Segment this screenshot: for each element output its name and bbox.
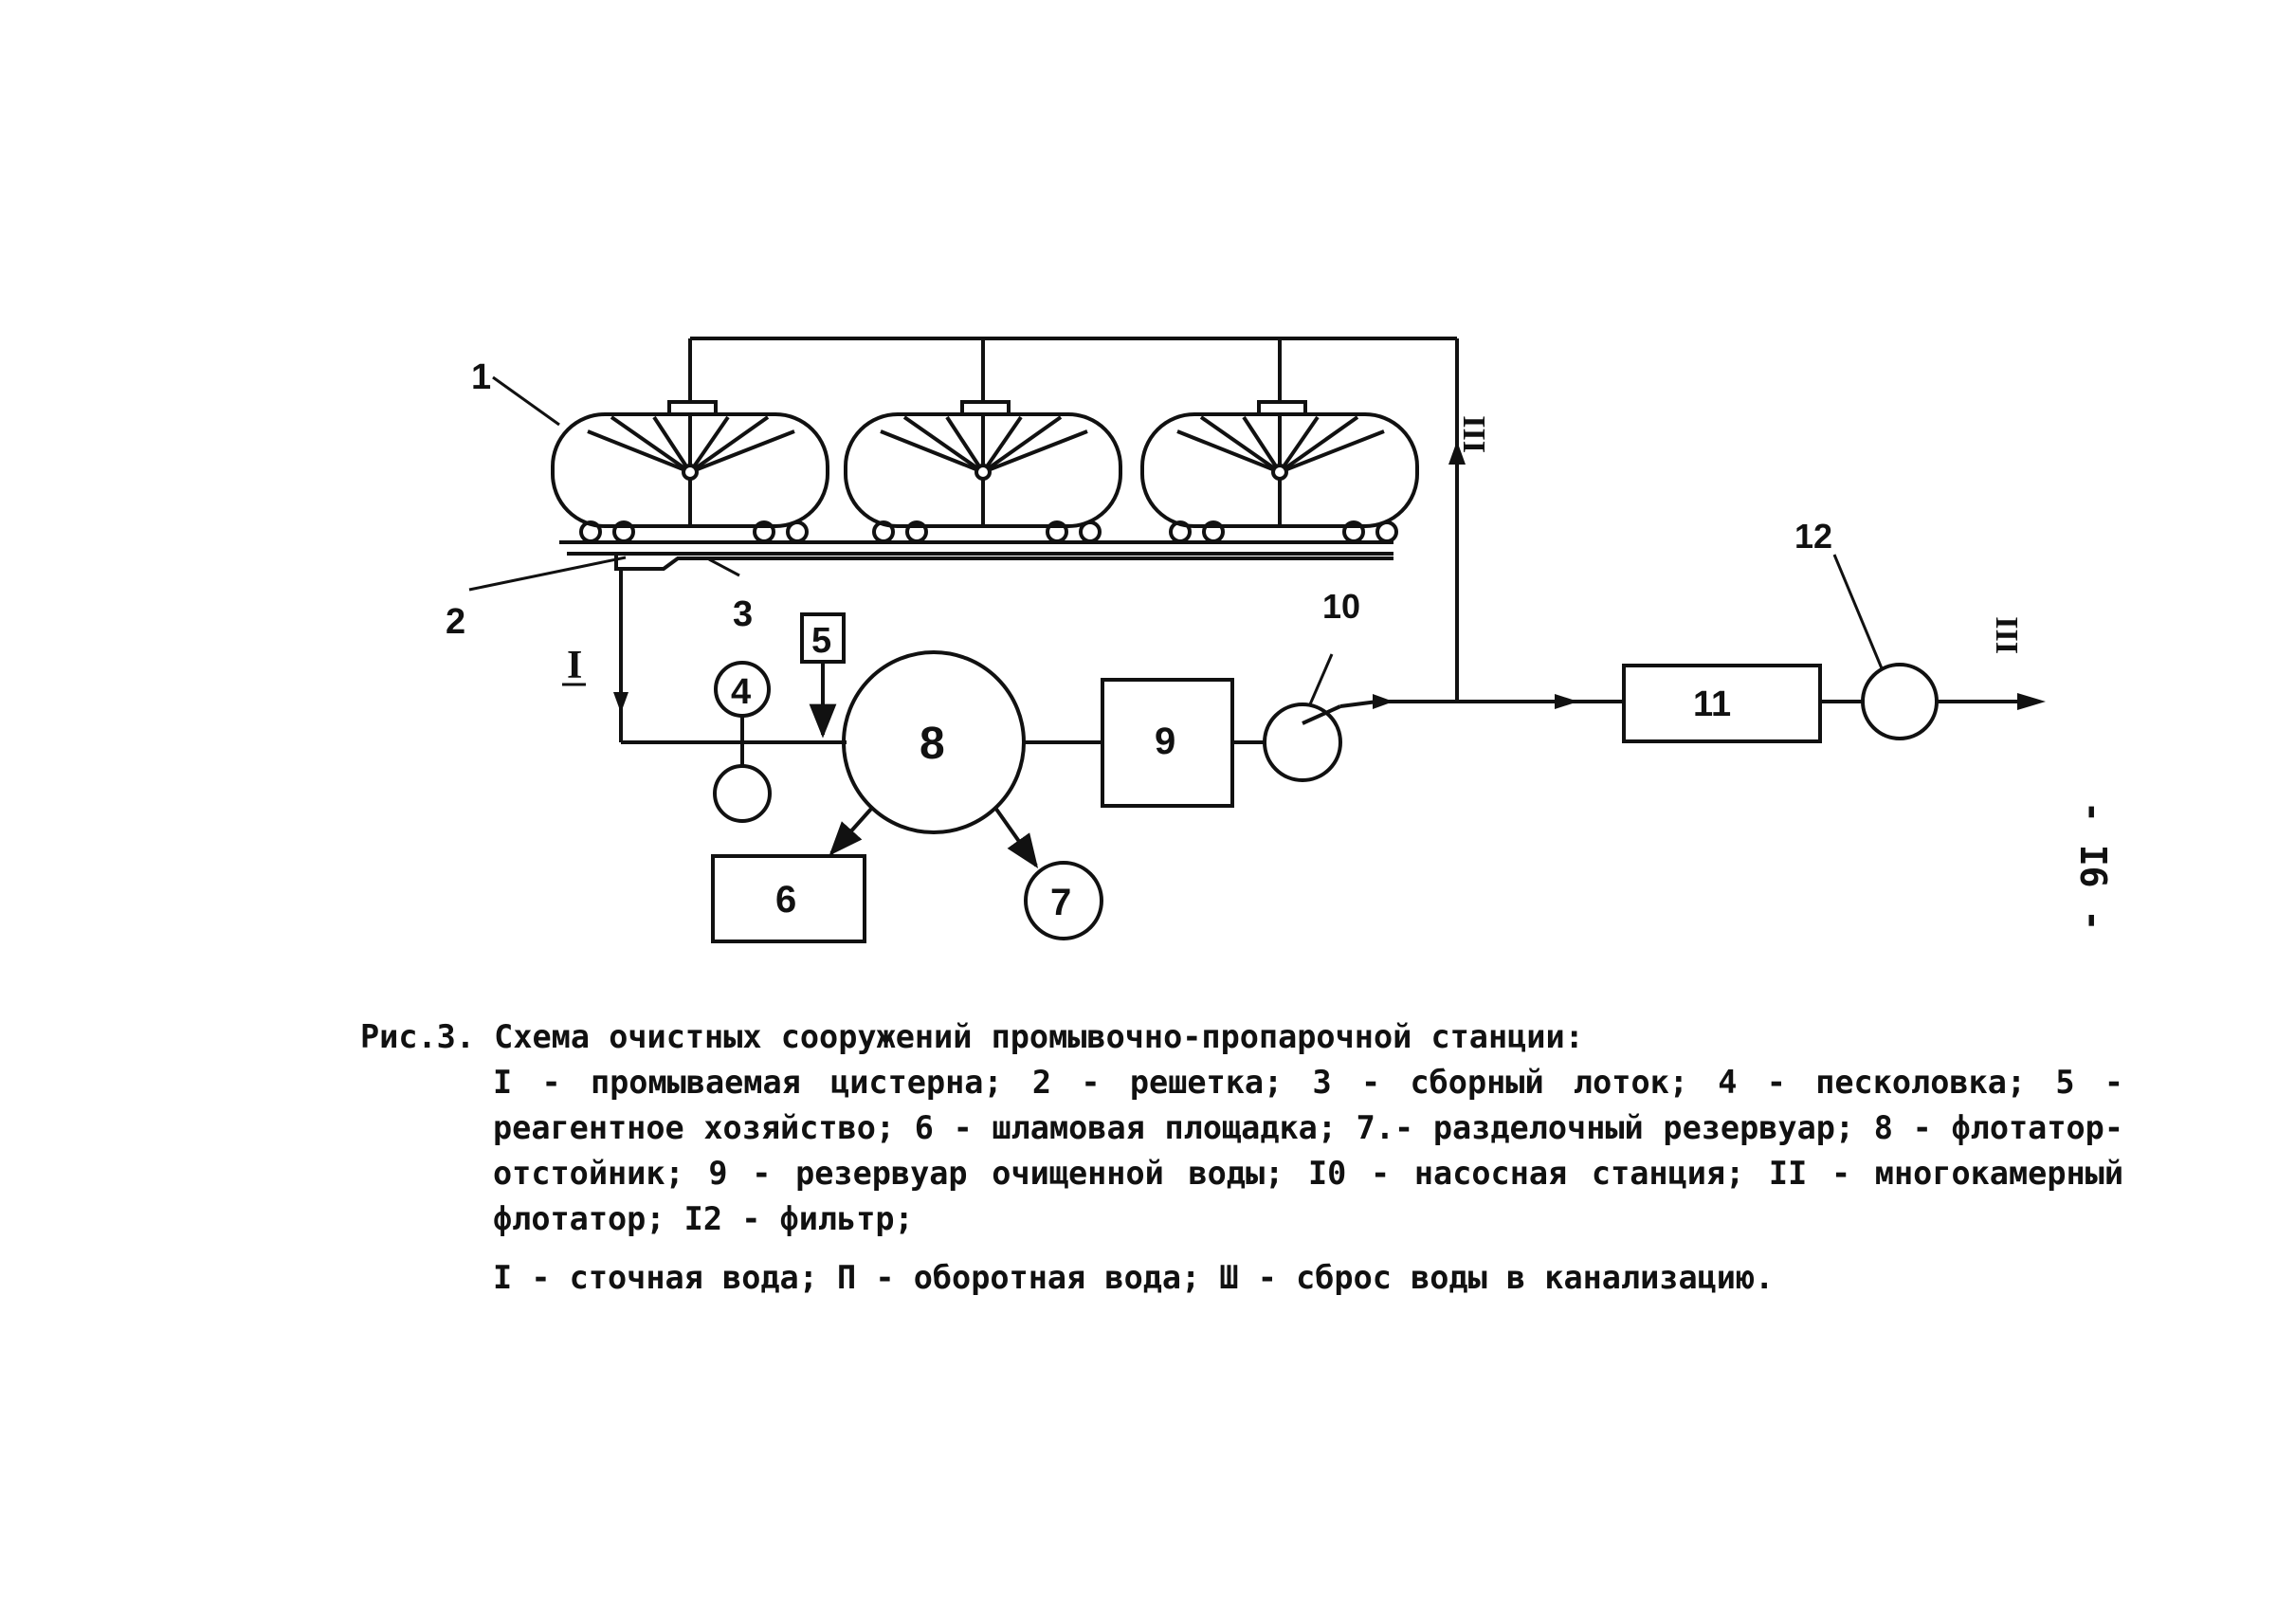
label-3: 3 [733,594,753,634]
pump-pointer [1308,653,1334,705]
discharge-arrow [2017,693,2046,710]
flow-label-discharge: III [1990,616,2025,654]
label-8: 8 [920,719,945,769]
sludge-area-6 [711,854,866,943]
filter-12 [1861,663,1939,740]
sand-trap-4 [713,661,772,823]
label-7: 7 [1050,882,1071,923]
label-12: 12 [1794,517,1832,556]
label-9: 9 [1155,721,1175,762]
tank-pointer [492,375,560,427]
treatment-plant-diagram: 1 2 3 4 5 6 7 8 9 10 11 12 I III III [446,337,2046,943]
figure-caption: Рис.3. Схема очистных сооружений промыво… [360,1014,2161,1301]
separation-tank-7 [1024,861,1103,940]
main-pipe-arrow-2 [1555,694,1578,709]
label-5: 5 [811,621,831,661]
caption-flow-legend: I - сточная вода; П - оборотная вода; Ш … [493,1259,1775,1296]
caption-title: Рис.3. Схема очистных сооружений промыво… [360,1018,1584,1055]
pump-10-discharge [1302,704,1341,725]
grate-pointer [468,556,627,592]
label-11: 11 [1693,684,1731,724]
return-water-header [688,337,1459,702]
wastewater-arrow [613,692,628,713]
label-4: 4 [731,672,751,712]
wastewater-pipe [619,569,847,744]
label-2: 2 [446,602,465,642]
flow-8-to-7 [993,806,1039,868]
tank-car-3 [1140,400,1419,543]
main-pipe [1339,700,1624,708]
flow-label-return: III [1457,415,1492,453]
collecting-tray [614,554,1393,571]
flow-8-to-6 [829,806,874,856]
tank-car-2 [844,400,1122,543]
tray-pointer [708,557,740,577]
label-6: 6 [775,879,796,921]
return-water-arrow [1448,441,1466,465]
rail-track [559,540,1393,556]
label-1: 1 [471,357,491,397]
flow-label-wastewater: I [567,644,582,687]
tank-car-1 [551,400,829,543]
label-10: 10 [1322,587,1360,626]
page-number: - I6 - [2072,801,2114,932]
caption-legend: I - промываемая цистерна; 2 - решетка; 3… [493,1064,2123,1237]
pump-station-10 [1263,703,1342,782]
reagent-facility-5 [800,612,846,739]
main-pipe-arrow-1 [1373,694,1393,709]
filter-pointer [1832,554,1884,669]
